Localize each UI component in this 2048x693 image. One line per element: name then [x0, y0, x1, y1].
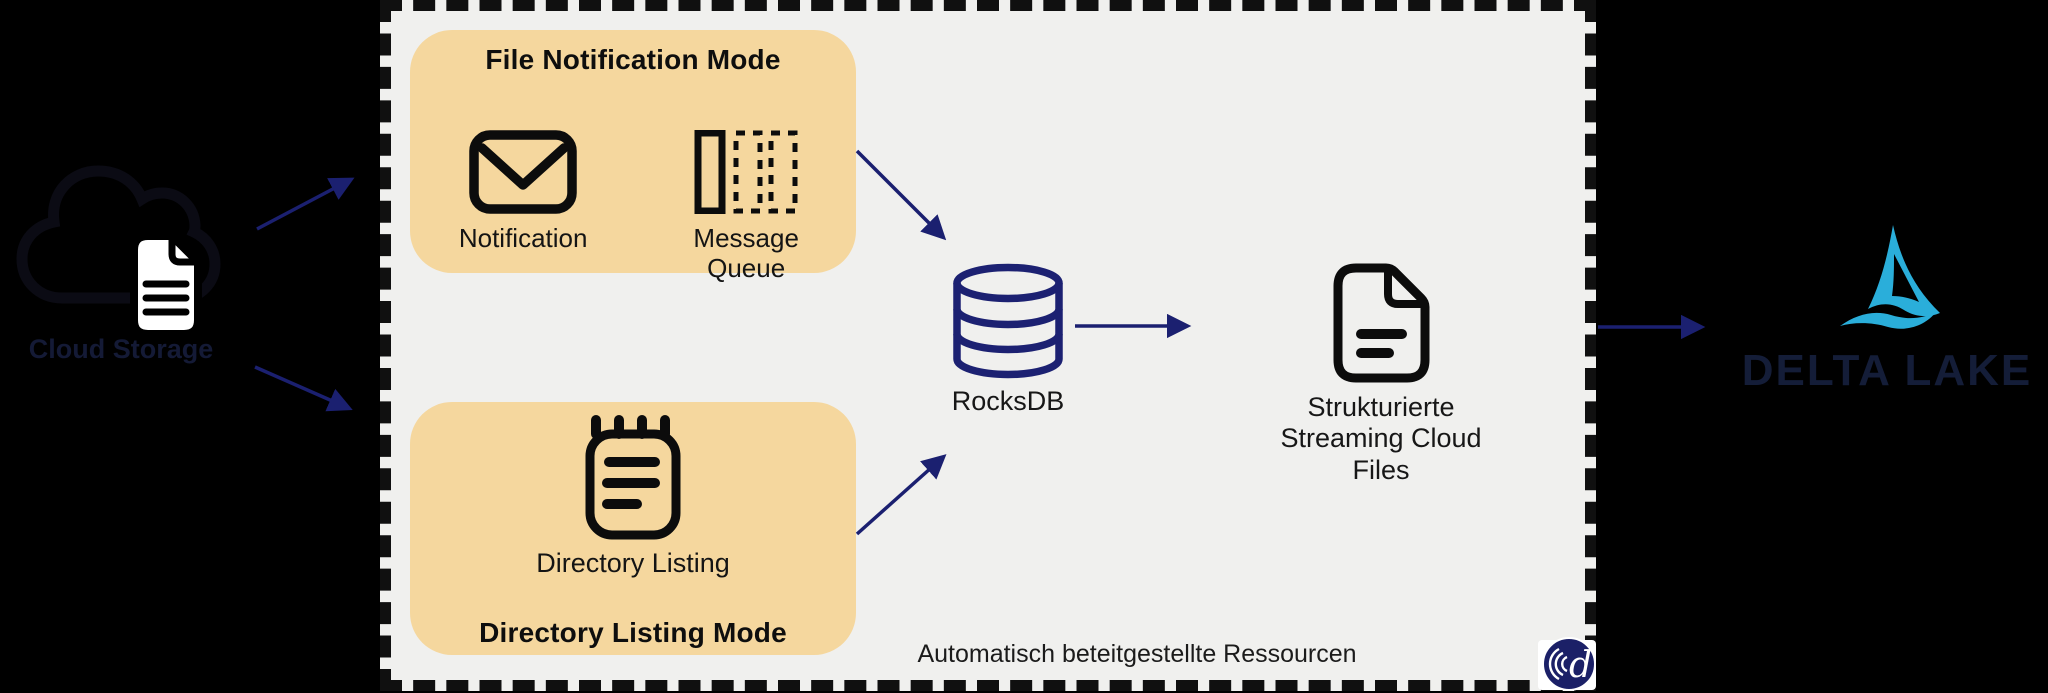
notification-item: Notification	[458, 130, 588, 254]
notepad-icon	[585, 415, 681, 540]
stream-files-node: Strukturierte Streaming Cloud Files	[1258, 262, 1504, 486]
panel-caption: Automatisch beteitgestellte Ressourcen	[917, 640, 1357, 668]
watermark-letter: d	[1569, 645, 1592, 686]
delta-lake-wordmark: DELTA LAKE	[1741, 346, 2033, 395]
file-notification-mode-title: File Notification Mode	[485, 44, 781, 75]
rocksdb-node: RocksDB	[938, 262, 1078, 417]
stream-files-label-line2: Streaming Cloud	[1280, 423, 1482, 454]
stream-files-label-line1: Strukturierte	[1307, 392, 1455, 422]
cloud-file-icon	[16, 165, 221, 338]
rocksdb-label: RocksDB	[951, 386, 1065, 416]
notification-label: Notification	[458, 223, 588, 253]
directory-listing-mode-box: Directory Listing Directory Listing Mode	[410, 402, 856, 655]
stream-files-label-line3: Files	[1352, 454, 1410, 485]
envelope-icon	[469, 130, 577, 214]
cloud-storage-label: Cloud Storage	[28, 334, 214, 364]
author-logo: d	[1542, 637, 1596, 691]
delta-lake-logo	[1840, 225, 1940, 329]
arrow-cloud-to-notification	[256, 177, 355, 231]
document-icon	[1333, 263, 1429, 383]
message-queue-item: Message Queue	[685, 130, 807, 284]
database-icon	[953, 263, 1063, 379]
directory-listing-label: Directory Listing	[536, 548, 730, 578]
directory-listing-mode-title: Directory Listing Mode	[479, 617, 787, 648]
message-queue-icon	[694, 130, 798, 214]
arrow-cloud-to-directory	[254, 365, 353, 412]
file-notification-mode-box: File Notification Mode Notification Mess…	[410, 30, 856, 283]
message-queue-label: Message Queue	[693, 223, 799, 283]
